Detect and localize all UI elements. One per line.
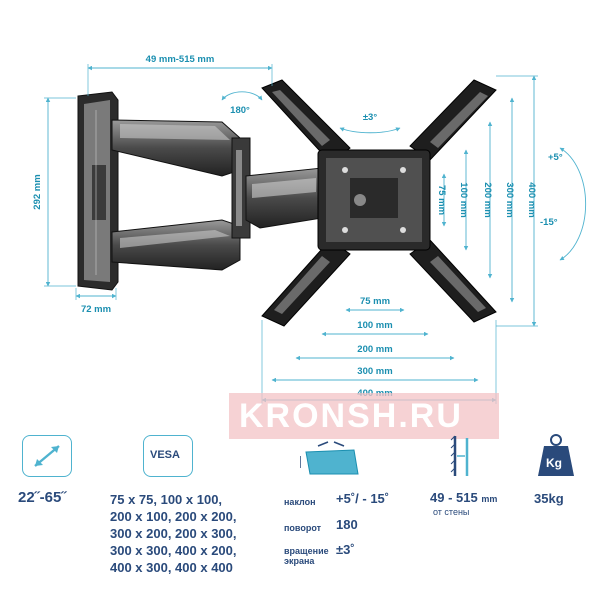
- watermark: KRONSH.RU: [229, 393, 499, 439]
- arm-extension-label: 49 mm-515 mm: [146, 54, 215, 65]
- vertical-dims: 75 mm 100 mm 200 mm 300 mm 400 mm: [436, 75, 538, 327]
- lower-arm: [111, 219, 241, 271]
- tilt-down-label: -15°: [540, 217, 558, 228]
- swivel-label: поворот: [284, 523, 322, 533]
- front-arm: [245, 167, 323, 229]
- vesa-list: 75 x 75, 100 x 100, 200 x 100, 200 x 200…: [110, 491, 237, 576]
- vesa-bracket: [261, 79, 497, 327]
- rotation-label-line2: экрана: [284, 556, 315, 566]
- rotation-value: ±3˚: [336, 542, 355, 557]
- vertical-dim-400: 400 mm: [526, 182, 537, 217]
- tv-motion-icon: [300, 440, 364, 480]
- horizontal-dim-75: 75 mm: [360, 296, 390, 307]
- vesa-icon-label: VESA: [150, 449, 180, 461]
- vesa-line: 75 x 75, 100 x 100,: [110, 492, 223, 507]
- rotation-label: ±3°: [363, 112, 377, 123]
- vertical-dim-300: 300 mm: [504, 182, 515, 217]
- upper-arm: [111, 119, 241, 177]
- tilt-up-label: +5°: [548, 152, 563, 163]
- weight-value: 35kg: [534, 491, 564, 506]
- swivel-value: 180: [336, 517, 358, 532]
- screen-size-icon: [22, 435, 72, 477]
- horizontal-dim-100: 100 mm: [357, 320, 392, 331]
- wall-distance-caption: от стены: [433, 507, 470, 517]
- vertical-dim-75: 75 mm: [436, 185, 447, 215]
- vesa-icon: VESA: [143, 435, 193, 477]
- rotation-label-line1: вращение: [284, 546, 329, 556]
- plate-depth-label: 72 mm: [81, 304, 111, 315]
- vesa-line: 200 x 100, 200 x 200,: [110, 509, 237, 524]
- vesa-line: 400 x 300, 400 x 400: [110, 560, 233, 575]
- tilt-label: наклон: [284, 497, 316, 507]
- screen-size-value: 22˝-65˝: [18, 489, 67, 506]
- wall-distance-icon: [445, 432, 485, 480]
- weight-icon-label: Kg: [546, 456, 562, 470]
- horizontal-dim-200: 200 mm: [357, 344, 392, 355]
- tilt-value: +5˚/ - 15˚: [336, 491, 390, 506]
- wall-distance-value: 49 - 515 mm: [430, 490, 497, 505]
- swivel-label: 180°: [230, 105, 250, 116]
- swivel-arc: [221, 91, 263, 101]
- vertical-dim-100: 100 mm: [458, 182, 469, 217]
- weight-icon: Kg: [534, 432, 578, 478]
- vesa-line: 300 x 300, 400 x 200,: [110, 543, 237, 558]
- wall-distance-number: 49 - 515: [430, 490, 478, 505]
- wall-distance-unit: mm: [481, 494, 498, 504]
- plate-height-label: 292 mm: [32, 174, 43, 209]
- vertical-dim-200: 200 mm: [482, 182, 493, 217]
- horizontal-dim-300: 300 mm: [357, 366, 392, 377]
- vesa-line: 300 x 200, 200 x 300,: [110, 526, 237, 541]
- rotation-arc: [339, 127, 401, 134]
- watermark-text: KRONSH.RU: [239, 397, 463, 435]
- tilt-arc: [559, 147, 587, 261]
- wall-plate: [77, 91, 119, 291]
